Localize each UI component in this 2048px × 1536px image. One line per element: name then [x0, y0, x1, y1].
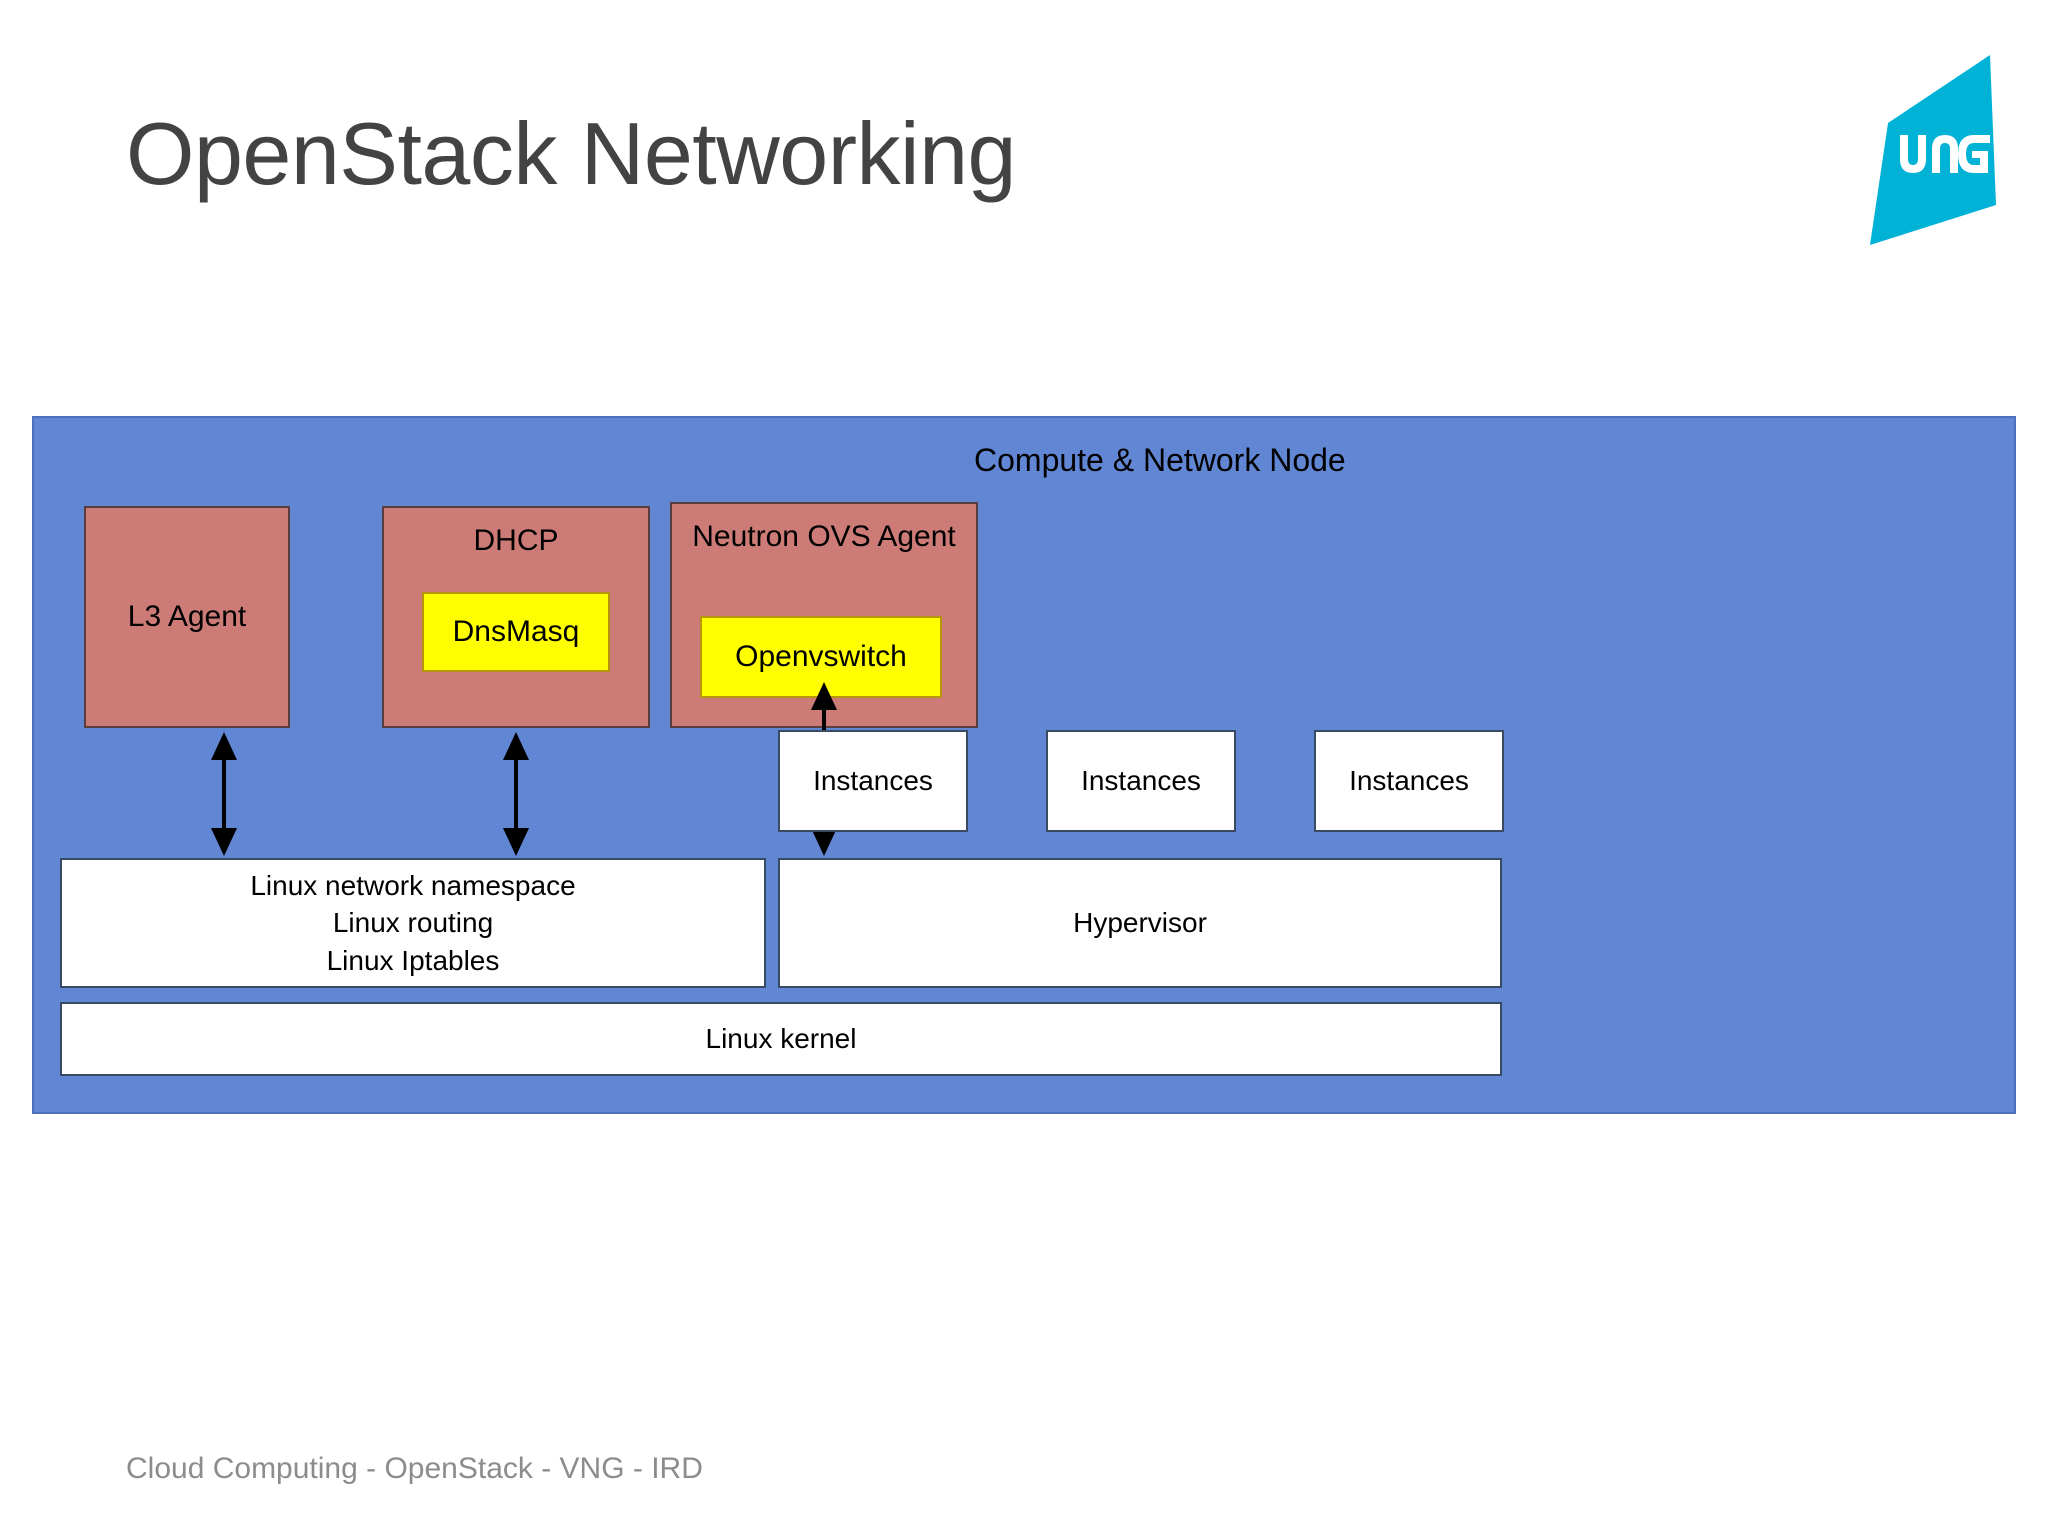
instance-label-1: Instances: [813, 765, 933, 797]
linux-routing-line: Linux routing: [332, 907, 494, 939]
linux-networking-services-box[interactable]: Linux network namespace Linux routing Li…: [60, 858, 766, 988]
linux-kernel-label: Linux kernel: [705, 1023, 857, 1055]
agent-box-l3-agent[interactable]: L3 Agent: [84, 506, 290, 728]
instance-label-2: Instances: [1081, 765, 1201, 797]
agent-title-dhcp: DHCP: [473, 524, 559, 557]
service-label-dnsmasq: DnsMasq: [452, 615, 580, 648]
arrow-l3-to-namespace: [211, 732, 237, 856]
arrow-dhcp-to-namespace: [503, 732, 529, 856]
slide-footer: Cloud Computing - OpenStack - VNG - IRD: [126, 1452, 703, 1485]
node-label: Compute & Network Node: [974, 442, 1346, 478]
hypervisor-box[interactable]: Hypervisor: [778, 858, 1502, 988]
service-box-dnsmasq[interactable]: DnsMasq: [422, 592, 610, 672]
agent-title-neutron-ovs-agent: Neutron OVS Agent: [692, 520, 956, 553]
compute-network-node-panel: Compute & Network Node L3 Agent DHCP Dns…: [32, 416, 2016, 1114]
service-label-openvswitch: Openvswitch: [735, 640, 907, 673]
instance-label-3: Instances: [1349, 765, 1469, 797]
agent-box-dhcp[interactable]: DHCP DnsMasq: [382, 506, 650, 728]
logo-wordmark: [1900, 135, 1990, 173]
page-title: OpenStack Networking: [126, 104, 1016, 203]
agent-box-neutron-ovs-agent[interactable]: Neutron OVS Agent Openvswitch: [670, 502, 978, 728]
instance-box-3[interactable]: Instances: [1314, 730, 1504, 832]
linux-namespace-line: Linux network namespace: [250, 870, 576, 902]
linux-iptables-line: Linux Iptables: [326, 944, 500, 976]
linux-kernel-box[interactable]: Linux kernel: [60, 1002, 1502, 1076]
hypervisor-label: Hypervisor: [1073, 907, 1207, 939]
instance-box-1[interactable]: Instances: [778, 730, 968, 832]
vng-logo: [1868, 55, 2008, 245]
agent-title-l3-agent: L3 Agent: [127, 600, 247, 633]
instance-box-2[interactable]: Instances: [1046, 730, 1236, 832]
